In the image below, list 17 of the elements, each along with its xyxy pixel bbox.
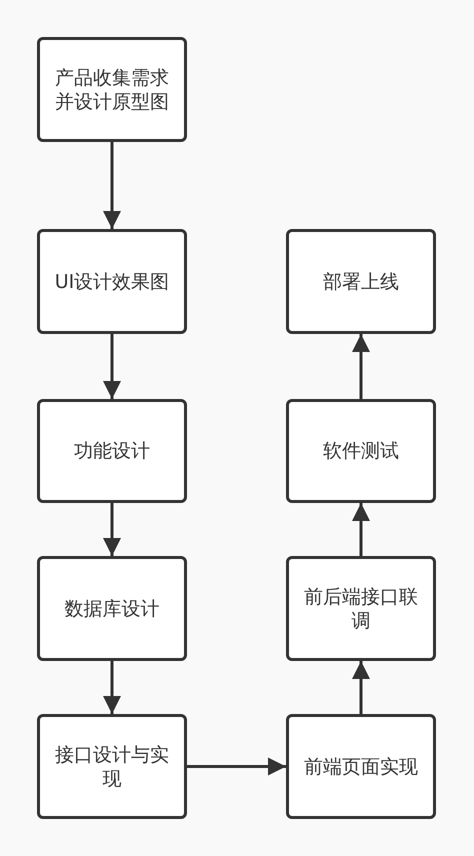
process-box: 产品收集需求并设计原型图 — [37, 37, 187, 142]
arrow — [352, 661, 370, 714]
process-box: 前后端接口联调 — [286, 556, 436, 661]
process-box: 软件测试 — [286, 399, 436, 503]
arrow — [352, 334, 370, 399]
process-box: 数据库设计 — [37, 556, 187, 661]
arrow — [103, 334, 121, 399]
arrow — [103, 142, 121, 229]
process-box: 部署上线 — [286, 229, 436, 334]
process-box: 功能设计 — [37, 399, 187, 503]
process-box: 前端页面实现 — [286, 714, 436, 819]
process-box: UI设计效果图 — [37, 229, 187, 334]
arrow — [103, 661, 121, 714]
arrow — [187, 758, 286, 776]
arrow — [103, 503, 121, 556]
process-box: 接口设计与实现 — [37, 714, 187, 819]
arrow — [352, 503, 370, 556]
